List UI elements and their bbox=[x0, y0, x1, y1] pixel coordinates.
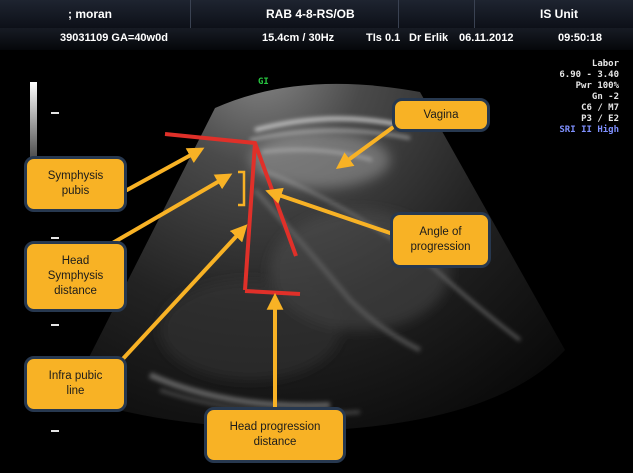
callout-symphysis-pubis: Symphysis pubis bbox=[24, 156, 127, 212]
callout-angle-of-progression: Angle of progression bbox=[390, 212, 491, 268]
gain-marker: GI bbox=[258, 77, 269, 87]
param-power: Pwr 100% bbox=[576, 81, 619, 92]
param-frequency: 6.90 - 3.40 bbox=[559, 70, 619, 81]
callout-head-symphysis-distance: Head Symphysis distance bbox=[24, 241, 127, 312]
param-gain: Gn -2 bbox=[592, 92, 619, 103]
depth-tick bbox=[51, 324, 59, 326]
param-mode: Labor bbox=[592, 59, 619, 70]
param-sri: SRI II High bbox=[559, 125, 619, 136]
depth-tick bbox=[51, 112, 59, 114]
callout-head-progression-distance: Head progression distance bbox=[204, 407, 346, 463]
callout-infra-pubic-line: Infra pubic line bbox=[24, 356, 127, 412]
depth-tick bbox=[51, 237, 59, 239]
param-compression: C6 / M7 bbox=[581, 103, 619, 114]
param-persistence: P3 / E2 bbox=[581, 114, 619, 125]
depth-tick bbox=[51, 430, 59, 432]
callout-vagina: Vagina bbox=[392, 98, 490, 132]
